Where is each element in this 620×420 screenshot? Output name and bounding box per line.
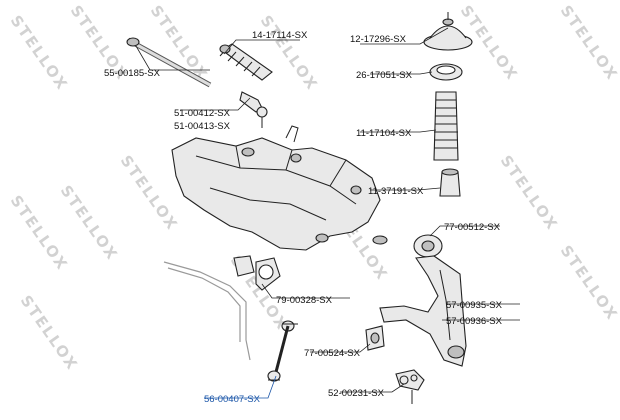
label-57-00936[interactable]: 57-00936-SX bbox=[446, 316, 503, 327]
tie-rod-part[interactable] bbox=[126, 37, 212, 88]
label-11-17104[interactable]: 11-17104-SX bbox=[356, 128, 412, 139]
stabilizer-bushing-part[interactable] bbox=[233, 255, 281, 291]
watermark-text-14: STELLOX bbox=[17, 292, 82, 374]
label-57-00935[interactable]: 57-00935-SX bbox=[446, 300, 503, 311]
lower-control-arm-part[interactable] bbox=[379, 255, 467, 367]
label-77-00512[interactable]: 77-00512-SX bbox=[444, 222, 501, 233]
watermark-text-12: STELLOX bbox=[557, 242, 620, 324]
watermark-text-7: STELLOX bbox=[257, 12, 322, 94]
stabilizer-bar-ghost bbox=[163, 261, 251, 361]
part-labels: 14-17114-SX 12-17296-SX 55-00185-SX 26-1… bbox=[104, 30, 503, 405]
label-56-00407[interactable]: 56-00407-SX bbox=[204, 394, 261, 405]
watermark-text-11: STELLOX bbox=[557, 2, 620, 84]
label-26-17051[interactable]: 26-17051-SX bbox=[356, 70, 413, 81]
label-55-00185[interactable]: 55-00185-SX bbox=[104, 68, 161, 79]
spring-seat-part[interactable] bbox=[429, 63, 463, 81]
subframe-mount-bushing bbox=[372, 235, 388, 245]
control-arm-bushing-part[interactable] bbox=[413, 234, 443, 258]
subframe-part bbox=[171, 125, 381, 251]
strut-mount-part[interactable] bbox=[423, 12, 473, 51]
label-12-17296[interactable]: 12-17296-SX bbox=[350, 34, 407, 45]
label-51-00412[interactable]: 51-00412-SX bbox=[174, 108, 231, 119]
steering-boot-part[interactable] bbox=[219, 43, 273, 81]
label-79-00328[interactable]: 79-00328-SX bbox=[276, 295, 333, 306]
arm-rear-bushing-part[interactable] bbox=[365, 325, 385, 351]
label-11-37191[interactable]: 11-37191-SX bbox=[368, 186, 424, 197]
watermark-text-4: STELLOX bbox=[57, 182, 122, 264]
label-51-00413[interactable]: 51-00413-SX bbox=[174, 121, 231, 132]
tie-rod-end-part[interactable] bbox=[239, 91, 268, 128]
label-52-00231[interactable]: 52-00231-SX bbox=[328, 388, 385, 399]
leader-lines bbox=[135, 27, 520, 399]
bump-stop-part[interactable] bbox=[439, 168, 461, 197]
label-14-17114[interactable]: 14-17114-SX bbox=[252, 30, 308, 41]
watermark-text-10: STELLOX bbox=[497, 152, 562, 234]
stabilizer-link-part[interactable] bbox=[267, 320, 298, 382]
label-77-00524[interactable]: 77-00524-SX bbox=[304, 348, 361, 359]
watermark-text-2: STELLOX bbox=[7, 192, 72, 274]
watermark-text-1: STELLOX bbox=[7, 12, 72, 94]
watermark-text-6: STELLOX bbox=[117, 152, 182, 234]
strut-boot-part[interactable] bbox=[433, 91, 459, 161]
